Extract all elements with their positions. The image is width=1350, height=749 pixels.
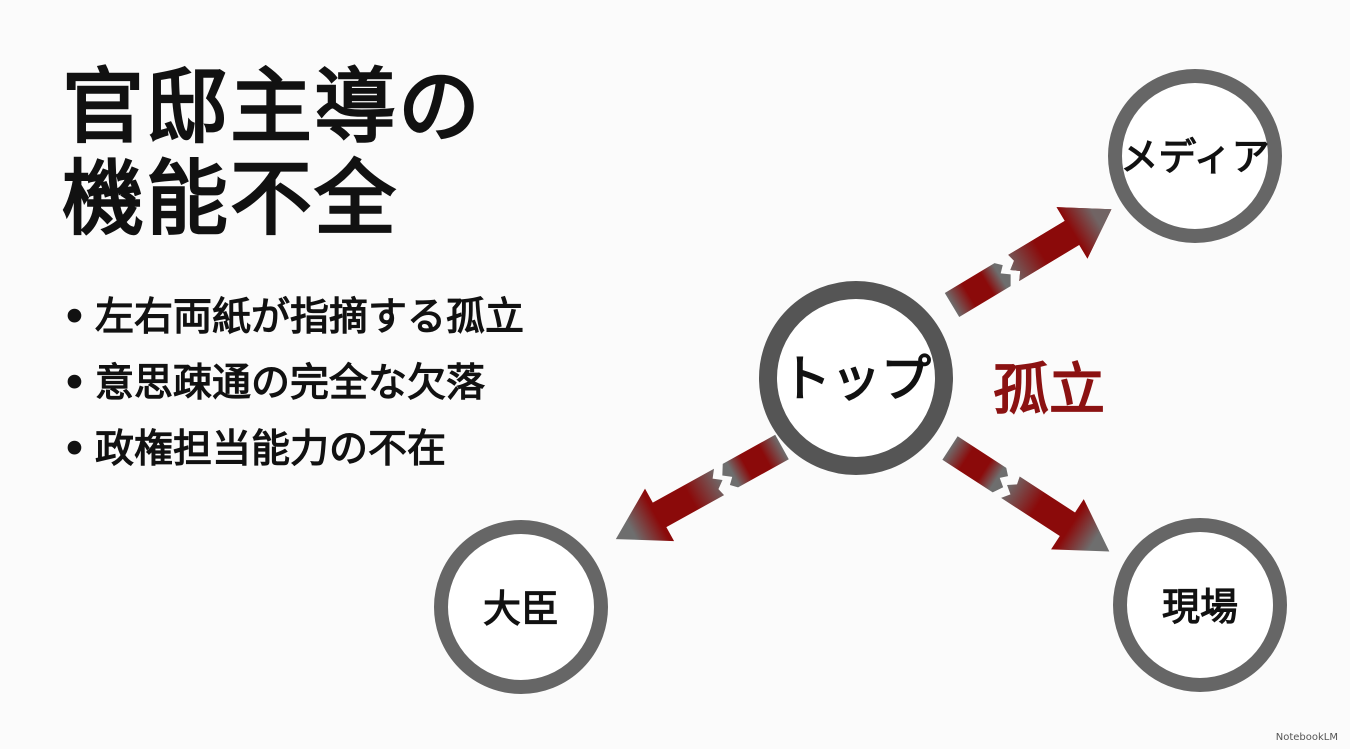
node-top: トップ	[759, 281, 953, 475]
bullet-list: 左右両紙が指摘する孤立 意思疎通の完全な欠落 政権担当能力の不在	[62, 285, 524, 483]
node-field: 現場	[1113, 518, 1287, 692]
slide-title: 官邸主導の 機能不全	[62, 62, 482, 246]
isolation-label: 孤立	[993, 358, 1105, 423]
node-media: メディア	[1108, 69, 1282, 243]
broken-arrow-to-field	[942, 436, 1110, 552]
bullet-item: 政権担当能力の不在	[62, 417, 524, 483]
bullet-item: 意思疎通の完全な欠落	[62, 351, 524, 417]
node-field-label: 現場	[1162, 585, 1238, 629]
broken-arrow-to-minister	[615, 434, 789, 542]
node-top-label: トップ	[781, 350, 931, 408]
node-media-label: メディア	[1120, 135, 1269, 179]
node-minister-label: 大臣	[483, 587, 559, 631]
title-line-1: 官邸主導の	[62, 60, 483, 155]
broken-arrow-to-media	[944, 207, 1112, 318]
title-line-2: 機能不全	[62, 152, 399, 247]
node-minister: 大臣	[434, 520, 608, 694]
watermark: NotebookLM	[1275, 732, 1338, 743]
bullet-item: 左右両紙が指摘する孤立	[62, 285, 524, 351]
